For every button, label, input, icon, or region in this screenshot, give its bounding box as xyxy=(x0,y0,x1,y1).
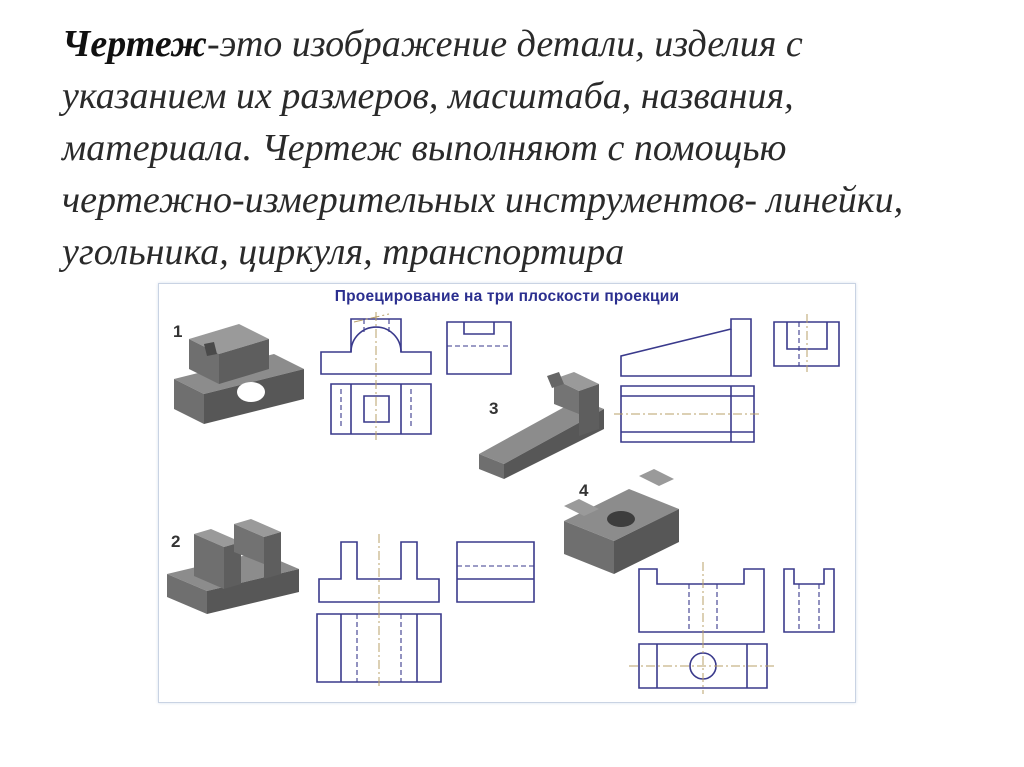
figure-title: Проецирование на три плоскости проекции xyxy=(334,288,680,305)
part-1-solid xyxy=(174,324,304,424)
definition-term: Чертеж xyxy=(62,23,207,65)
part-1-views xyxy=(320,312,512,440)
part-2-views xyxy=(316,534,535,688)
part-4-solid xyxy=(564,469,679,574)
definition-paragraph: Чертеж-это изображение детали, изделия с… xyxy=(62,18,922,278)
definition-text: -это изображение детали, изделия с указа… xyxy=(62,23,904,273)
figure-number-3: 3 xyxy=(489,399,499,418)
figure-number-4: 4 xyxy=(579,481,589,500)
part-3-solid xyxy=(479,372,604,479)
figure-number-1: 1 xyxy=(173,322,183,341)
part-2-solid xyxy=(167,519,299,614)
projection-drawings xyxy=(167,312,840,694)
part-3-views xyxy=(614,314,840,443)
part-4-views xyxy=(629,562,835,694)
projection-figure: Проецирование на три плоскости проекции … xyxy=(158,283,856,703)
figure-number-2: 2 xyxy=(171,532,181,551)
